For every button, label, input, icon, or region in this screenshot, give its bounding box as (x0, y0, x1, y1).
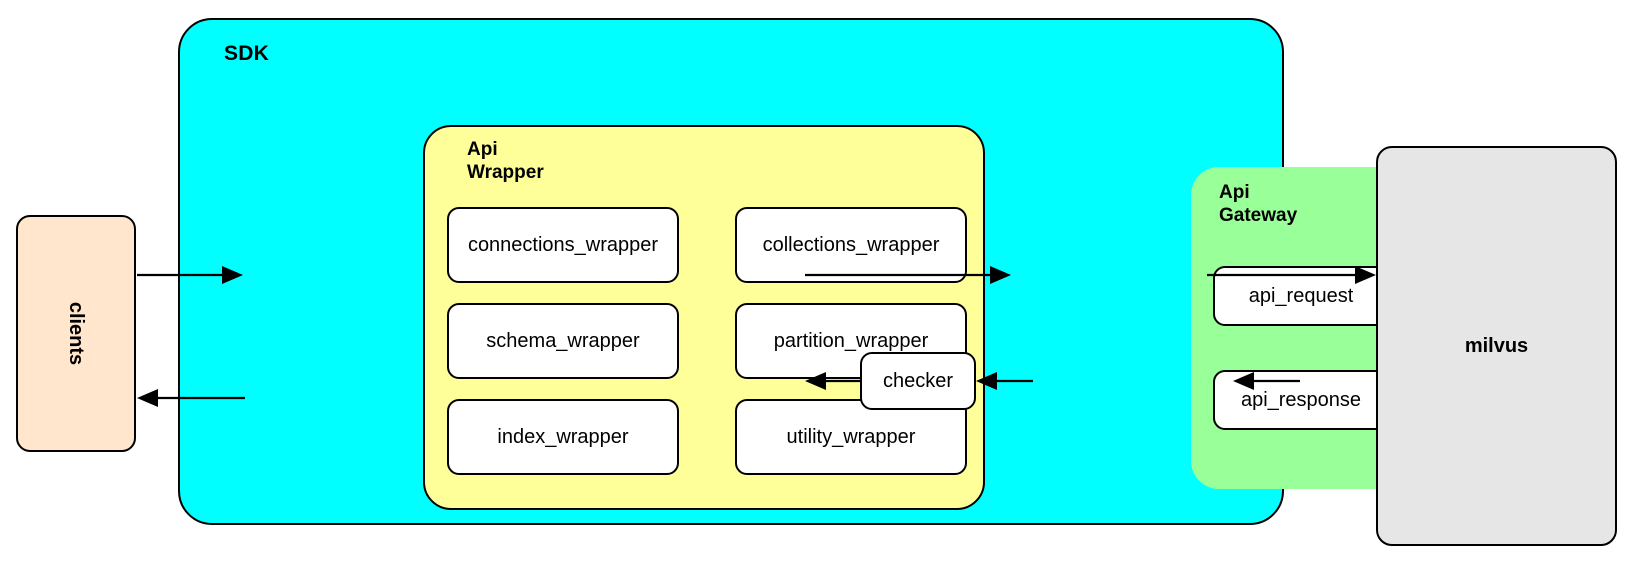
wrapper-node-label: index_wrapper (497, 425, 629, 448)
api-gateway-label-line2: Gateway (1219, 205, 1298, 227)
wrapper-node-label: utility_wrapper (786, 425, 916, 448)
clients-node[interactable]: clients (16, 215, 136, 452)
sdk-label: SDK (224, 42, 269, 65)
milvus-label: milvus (1464, 334, 1529, 357)
api-wrapper-label-line1: Api (467, 139, 498, 160)
wrapper-node-connections[interactable]: connections_wrapper (447, 207, 679, 283)
wrapper-node-label: schema_wrapper (486, 329, 640, 352)
api-wrapper-label: Api Wrapper (467, 138, 607, 184)
gateway-node-label: api_request (1248, 284, 1354, 307)
gateway-node-api-response[interactable]: api_response (1213, 370, 1389, 430)
clients-label: clients (65, 301, 88, 366)
wrapper-node-collections[interactable]: collections_wrapper (735, 207, 967, 283)
api-wrapper-label-line2: Wrapper (467, 162, 544, 184)
wrapper-node-label: connections_wrapper (467, 233, 659, 256)
gateway-node-api-request[interactable]: api_request (1213, 266, 1389, 326)
wrapper-node-index[interactable]: index_wrapper (447, 399, 679, 475)
gateway-node-label: api_response (1240, 388, 1362, 411)
api-wrapper-container[interactable]: Api Wrapper connections_wrapper collecti… (423, 125, 985, 510)
wrapper-node-schema[interactable]: schema_wrapper (447, 303, 679, 379)
wrapper-node-partition[interactable]: partition_wrapper (735, 303, 967, 379)
wrapper-node-utility[interactable]: utility_wrapper (735, 399, 967, 475)
api-gateway-label: Api Gateway (1219, 181, 1349, 227)
api-gateway-label-line1: Api (1219, 182, 1250, 203)
wrapper-node-label: partition_wrapper (773, 329, 929, 352)
milvus-node[interactable]: milvus (1376, 146, 1617, 546)
checker-label: checker (882, 369, 954, 392)
wrapper-node-label: collections_wrapper (762, 233, 940, 256)
sdk-container[interactable]: SDK Api Wrapper connections_wrapper coll… (178, 18, 1419, 525)
checker-node[interactable]: checker (860, 352, 976, 410)
